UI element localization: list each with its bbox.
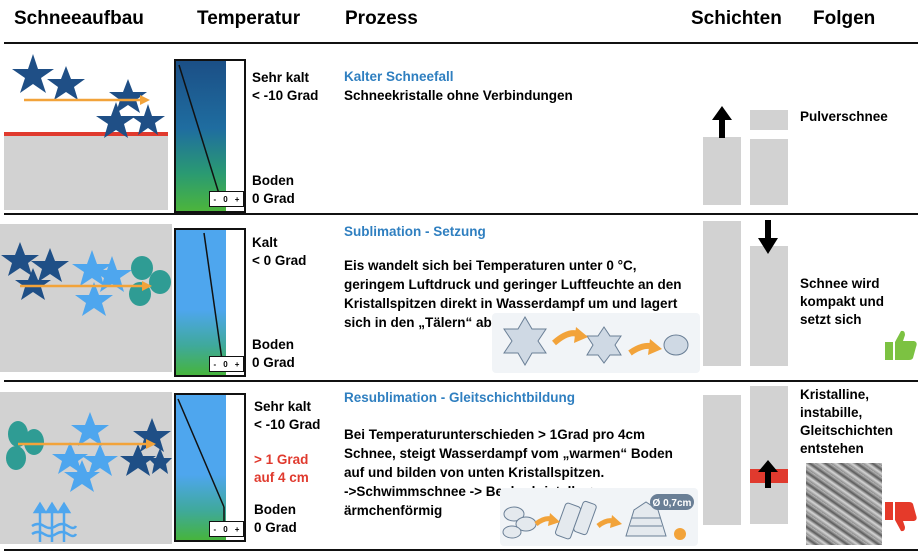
snow-crystal-photo — [806, 463, 882, 545]
header-schneeaufbau: Schneeaufbau — [14, 8, 144, 29]
star-icon — [120, 444, 156, 476]
star-icon — [92, 256, 132, 292]
star-icon — [31, 248, 69, 282]
up-arrow-icon — [712, 106, 732, 138]
depth-hoar-illustration: Ø 0,7cm — [500, 488, 698, 546]
steam-icon — [31, 501, 78, 542]
process-text: Eis wandelt sich bei Temperaturen unter … — [344, 258, 682, 330]
thermometer-row3: -0+ — [174, 393, 246, 542]
up-arrow-icon — [758, 460, 778, 488]
thumbs-down-icon — [885, 502, 917, 532]
diameter-badge: Ø 0,7cm — [653, 498, 692, 509]
process-text: Schneekristalle ohne Verbindungen — [344, 88, 573, 103]
layer-block — [703, 137, 741, 205]
temperature-scale: -0+ — [209, 356, 244, 372]
snow-structure-row1 — [0, 44, 170, 212]
star-icon — [72, 250, 112, 286]
crystal-sublimation-illustration — [492, 313, 700, 373]
divider-row1 — [4, 213, 918, 215]
temperature-scale: -0+ — [209, 521, 244, 537]
header-temperatur: Temperatur — [197, 8, 301, 29]
star-icon — [131, 104, 165, 135]
thermometer-row1: -0+ — [174, 59, 246, 213]
process-title: Sublimation - Setzung — [344, 224, 486, 239]
star-icon — [75, 282, 113, 316]
star-icon — [64, 460, 100, 492]
process-text: Bei Temperaturunterschieden > 1Grad pro … — [344, 427, 673, 518]
snow-structure-row2 — [0, 224, 172, 372]
consequence-text: Pulverschnee — [800, 109, 888, 124]
divider-header — [4, 42, 918, 44]
star-icon — [133, 418, 171, 452]
header-schichten: Schichten — [691, 8, 782, 29]
snowflake-icon — [663, 334, 689, 356]
layer-block — [703, 395, 741, 525]
layer-block — [703, 221, 741, 366]
layer-block — [750, 139, 788, 205]
layer-block — [750, 246, 788, 366]
snowflake-icon — [586, 326, 622, 364]
temp-label-top: Kalt< 0 Grad — [252, 235, 307, 268]
divider-bottom — [4, 549, 918, 551]
layer-block — [750, 386, 788, 524]
process-title: Resublimation - Gleitschichtbildung — [344, 390, 576, 405]
process-title: Kalter Schneefall — [344, 69, 454, 84]
star-icon — [15, 268, 51, 300]
star-icon — [82, 444, 118, 476]
star-icon — [96, 102, 136, 138]
down-arrow-icon — [758, 220, 778, 254]
star-icon — [148, 448, 172, 474]
temperature-scale: -0+ — [209, 191, 244, 207]
snowflake-icon — [503, 316, 547, 366]
star-icon — [52, 442, 88, 474]
temp-label-top: Sehr kalt< -10 Grad — [254, 399, 321, 432]
snow-structure-row3 — [0, 392, 172, 544]
star-icon — [71, 412, 109, 446]
thermometer-row2: -0+ — [174, 228, 246, 377]
star-icon — [109, 79, 147, 113]
header-prozess: Prozess — [345, 8, 418, 29]
divider-row2 — [4, 380, 918, 382]
star-icon — [1, 242, 39, 276]
layer-block — [750, 110, 788, 130]
header-folgen: Folgen — [813, 8, 876, 29]
temp-label-top: Sehr kalt< -10 Grad — [252, 70, 319, 103]
star-icon — [12, 54, 54, 93]
thumbs-up-icon — [885, 330, 917, 360]
star-icon — [47, 66, 85, 100]
